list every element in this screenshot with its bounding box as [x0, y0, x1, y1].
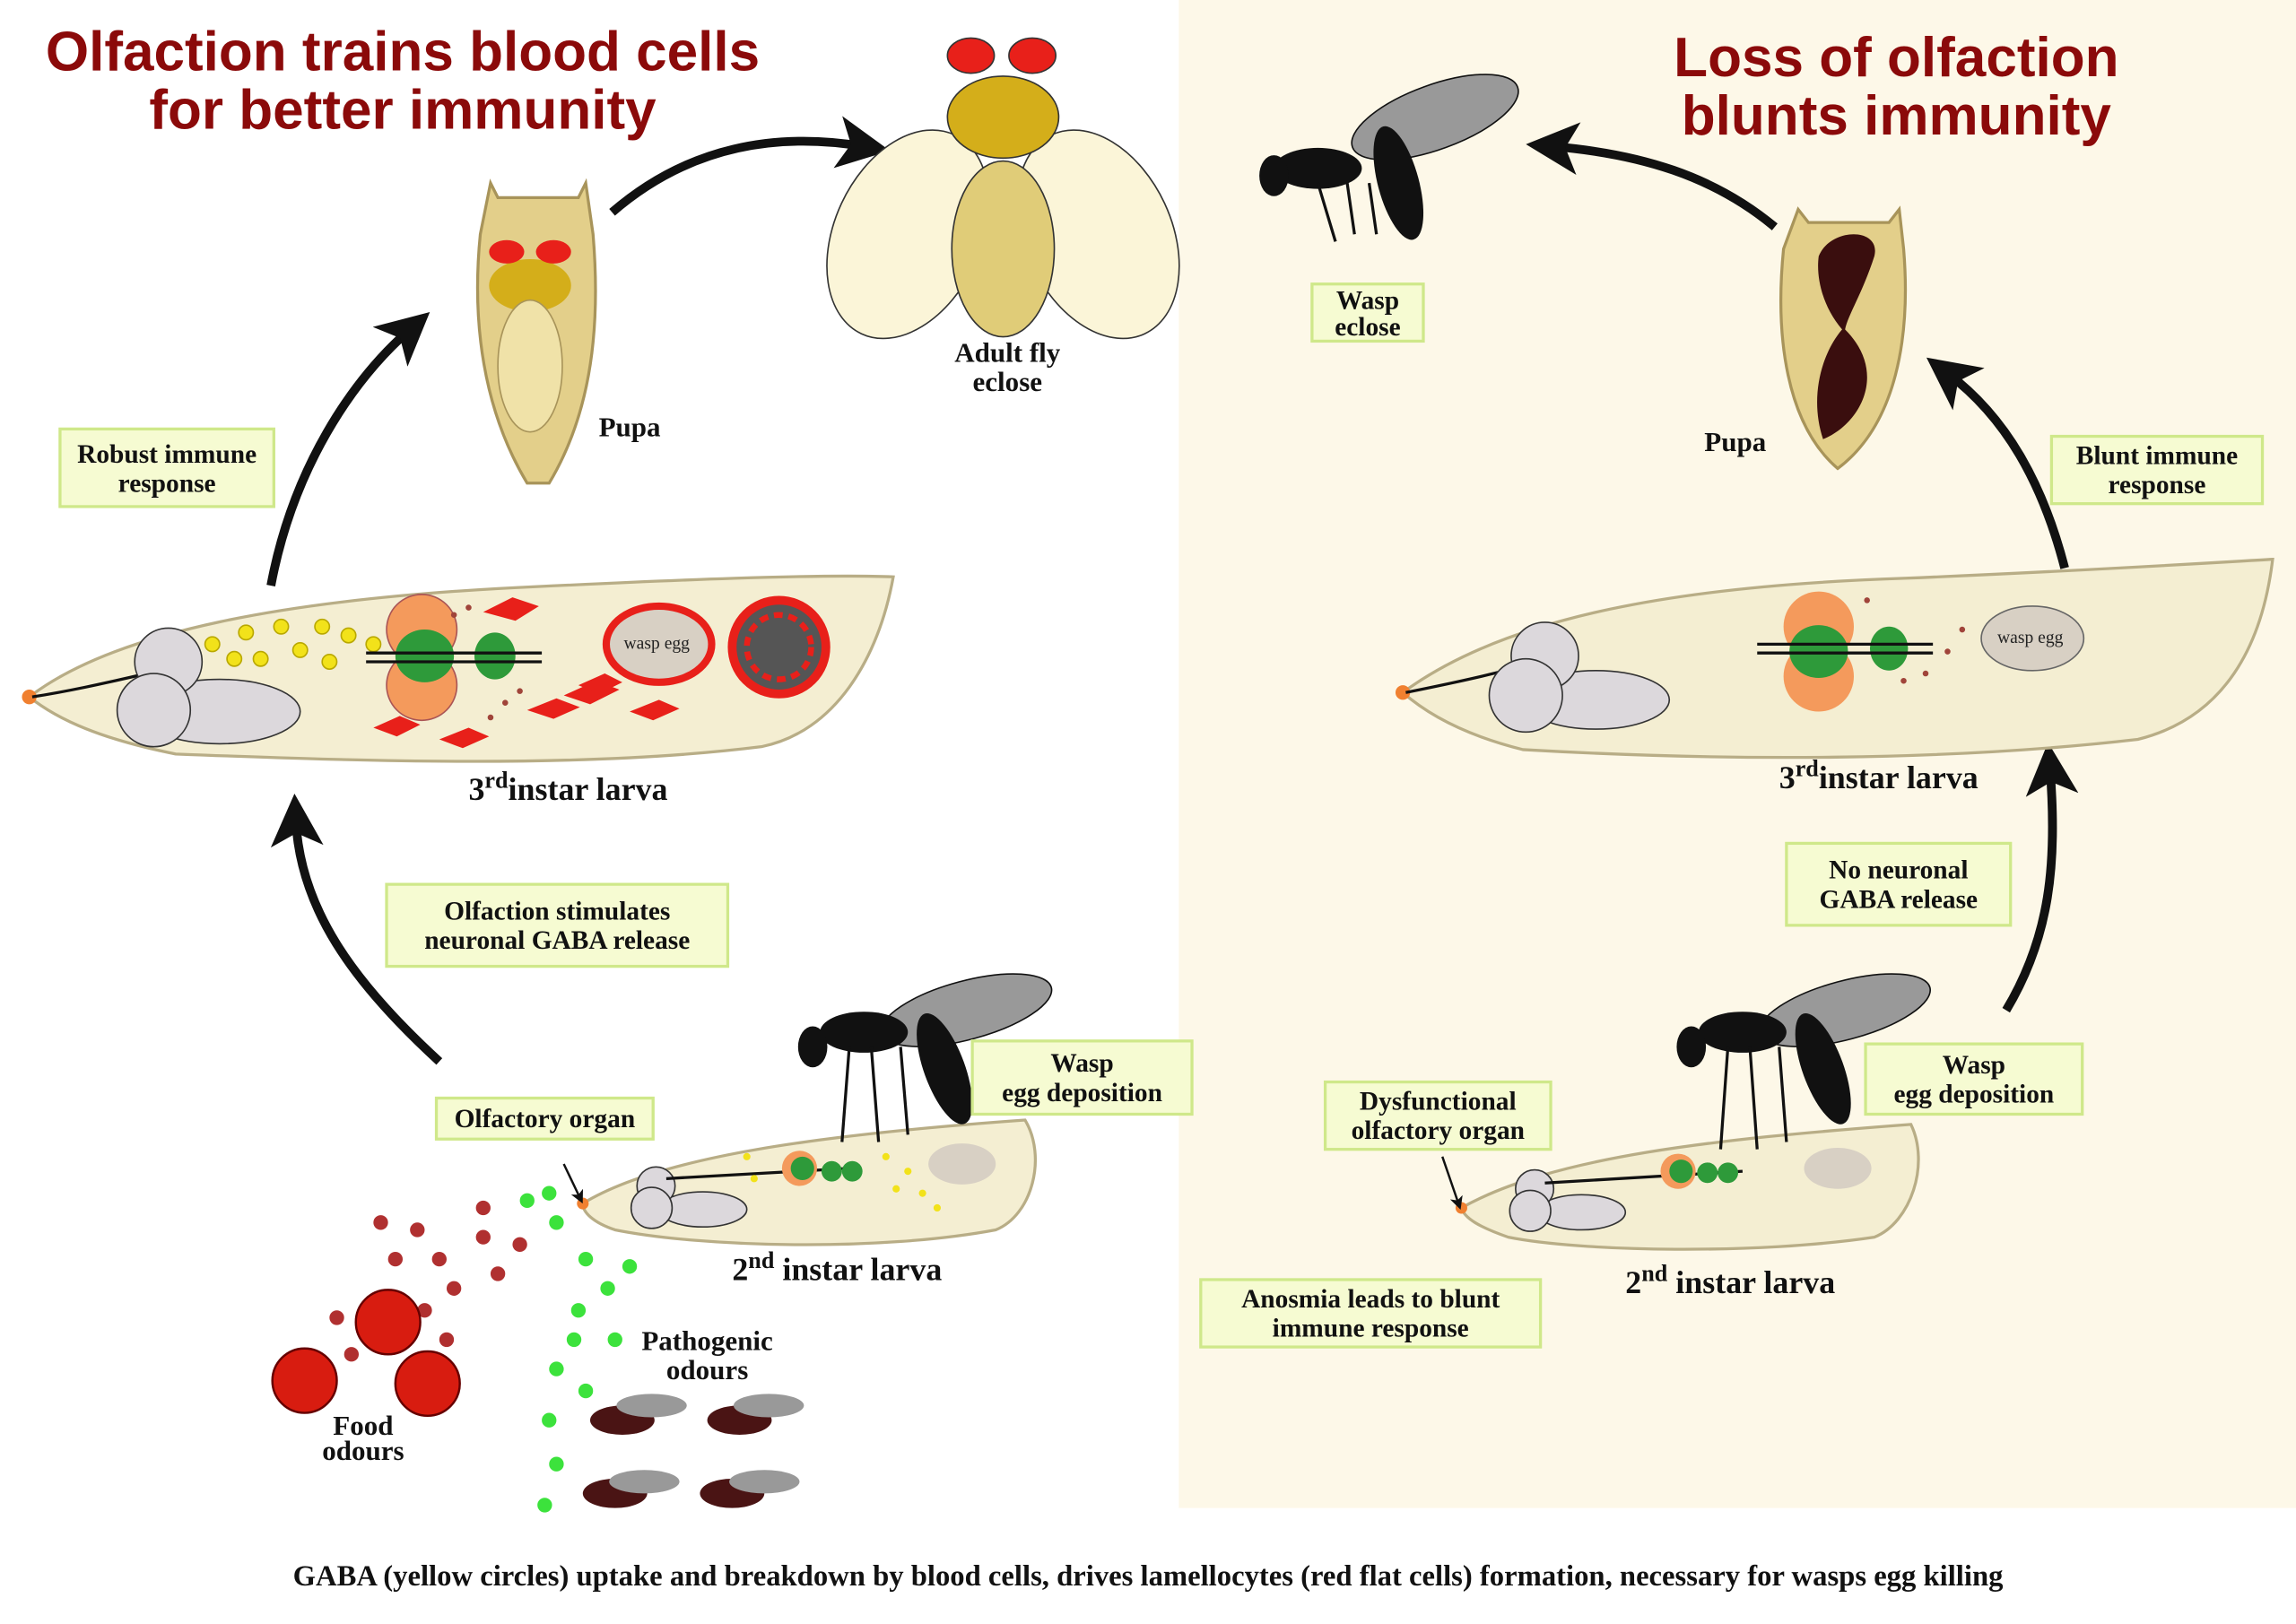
- pupa-label-left: Pupa: [598, 413, 661, 444]
- dysfunctional-organ-pointer: [1441, 1156, 1463, 1211]
- right-title-line1: Loss of olfaction: [1674, 28, 2119, 90]
- wasp-eclose-box: Wasp eclose: [1310, 282, 1425, 343]
- olfactory-organ-text: Olfactory organ: [454, 1104, 636, 1133]
- ordinal: 2: [1625, 1264, 1642, 1301]
- ordinal: 2: [732, 1250, 749, 1288]
- blunt-line1: Blunt immune: [2075, 440, 2239, 471]
- left-title-line2: for better immunity: [149, 80, 657, 143]
- third-instar-larva-left: [22, 574, 895, 763]
- second-instar-label-left: 2nd instar larva: [732, 1249, 942, 1290]
- pathogenic-line2: odours: [665, 1355, 749, 1387]
- wasp-line2: egg deposition: [1893, 1079, 2055, 1108]
- stage-text: instar larva: [508, 770, 668, 808]
- food-odour-dots: [329, 1200, 527, 1362]
- ordinal-suffix: rd: [484, 769, 509, 794]
- adult-fly-line1: Adult fly: [954, 338, 1061, 369]
- gaba-line1: Olfaction stimulates: [444, 896, 671, 925]
- olfactory-organ-pointer: [562, 1163, 584, 1204]
- adult-fly-line2: eclose: [972, 367, 1043, 399]
- stage-text: instar larva: [774, 1250, 943, 1288]
- ordinal-suffix: rd: [1795, 757, 1819, 782]
- wasp-eclose-line2: eclose: [1335, 310, 1401, 341]
- pathogenic-odour-dots: [519, 1185, 638, 1513]
- robust-line2: response: [117, 467, 216, 498]
- stage-text: instar larva: [1818, 759, 1979, 796]
- blunt-immune-box: Blunt immune response: [2049, 434, 2265, 506]
- wasp-egg-deposition-box-right: Wasp egg deposition: [1864, 1042, 2084, 1116]
- second-instar-label-right: 2nd instar larva: [1625, 1262, 1835, 1302]
- dysfunctional-organ-box: Dysfunctional olfactory organ: [1323, 1080, 1552, 1151]
- right-title-line2: blunts immunity: [1681, 86, 2111, 148]
- ordinal-suffix: nd: [748, 1248, 775, 1274]
- figure-caption: GABA (yellow circles) uptake and breakdo…: [292, 1560, 2004, 1594]
- olfactory-organ-box: Olfactory organ: [434, 1096, 655, 1141]
- pupa-right: [1779, 205, 1908, 471]
- wasp-egg-label-left: wasp egg: [623, 632, 691, 654]
- third-instar-label-left: 3rdinstar larva: [468, 769, 667, 809]
- wasp-eclose-line1: Wasp: [1335, 284, 1400, 315]
- wasp-eclose: [1259, 74, 1519, 242]
- robust-immune-box: Robust immune response: [58, 427, 275, 508]
- anosmia-line2: immune response: [1272, 1313, 1469, 1343]
- pathogenic-line1: Pathogenic: [641, 1326, 773, 1358]
- right-title: Loss of olfaction blunts immunity: [1567, 30, 2226, 147]
- gaba-release-box: Olfaction stimulates neuronal GABA relea…: [385, 882, 730, 968]
- wasp-ovipositing-left: [797, 973, 1053, 1142]
- pupa-left: [475, 178, 597, 485]
- left-title: Olfaction trains blood cells for better …: [0, 23, 805, 141]
- anosmia-box: Anosmia leads to blunt immune response: [1199, 1278, 1543, 1349]
- lifecycle-arrows-left: [266, 116, 891, 1065]
- wasp-ovipositing-right: [1676, 973, 1932, 1150]
- gaba-line2: neuronal GABA release: [424, 925, 691, 955]
- adult-fly-label: Adult fly eclose: [919, 338, 1095, 399]
- second-instar-larva-right: [1455, 1123, 1920, 1251]
- third-instar-larva-right: [1395, 557, 2274, 760]
- pathogenic-wasps: [582, 1394, 804, 1508]
- wasp-egg-deposition-box-left: Wasp egg deposition: [970, 1039, 1194, 1116]
- no-gaba-box: No neuronal GABA release: [1785, 841, 2013, 927]
- wasp-egg-label-right: wasp egg: [1997, 626, 2064, 647]
- third-instar-label-right: 3rdinstar larva: [1779, 757, 1979, 797]
- wasp-line1: Wasp: [1942, 1049, 2006, 1080]
- stage-text: instar larva: [1667, 1264, 1836, 1301]
- wasp-line2: egg deposition: [1002, 1077, 1162, 1107]
- wasp-line1: Wasp: [1050, 1048, 1114, 1078]
- left-title-line1: Olfaction trains blood cells: [45, 22, 761, 84]
- food-line2: odours: [322, 1436, 404, 1467]
- lifecycle-arrows-right: [1526, 122, 2079, 1013]
- adult-fly: [826, 37, 1180, 340]
- pathogenic-odours-label: Pathogenic odours: [622, 1326, 792, 1387]
- anosmia-line1: Anosmia leads to blunt: [1241, 1283, 1500, 1314]
- dysfunctional-line2: olfactory organ: [1351, 1116, 1526, 1145]
- ordinal: 3: [1779, 759, 1796, 796]
- food-line1: Food: [333, 1411, 394, 1443]
- second-instar-larva-left: [577, 1118, 1038, 1246]
- no-gaba-line2: GABA release: [1819, 884, 1979, 914]
- food-odours-label: Food odours: [305, 1411, 422, 1467]
- dysfunctional-line1: Dysfunctional: [1359, 1086, 1517, 1116]
- ordinal-suffix: nd: [1641, 1262, 1668, 1288]
- robust-line1: Robust immune: [77, 438, 257, 468]
- pupa-label-right: Pupa: [1704, 427, 1767, 459]
- apples-icon: [271, 1289, 461, 1418]
- ordinal: 3: [468, 770, 485, 808]
- blunt-line2: response: [2108, 470, 2206, 499]
- no-gaba-line1: No neuronal: [1829, 855, 1969, 885]
